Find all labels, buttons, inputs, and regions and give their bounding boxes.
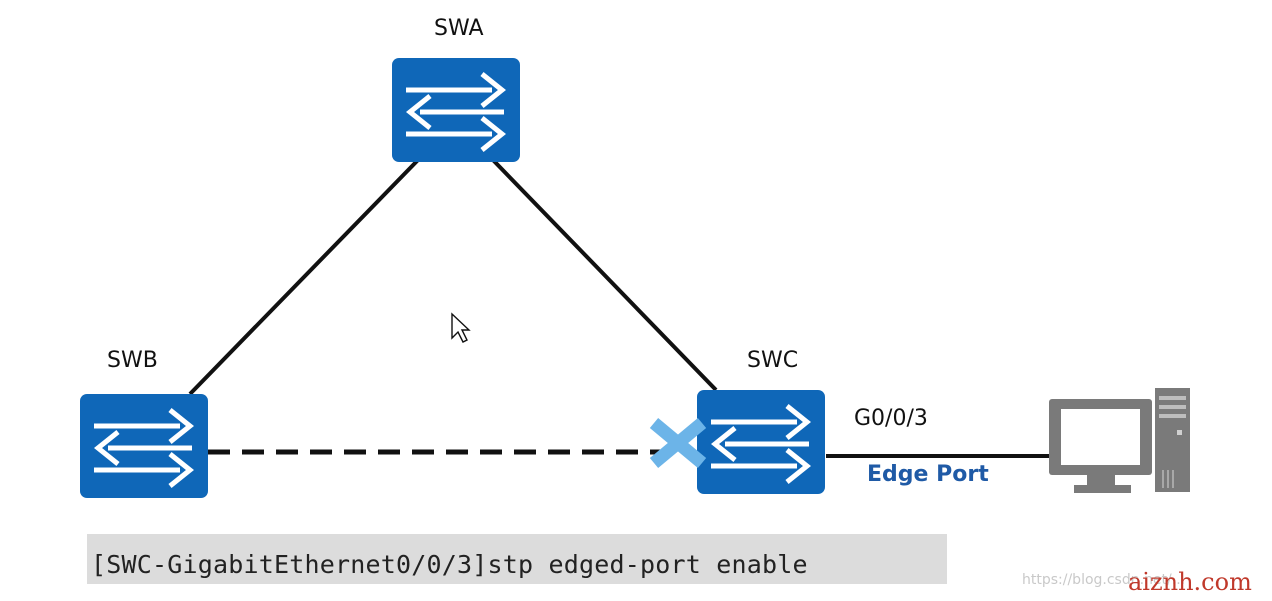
- node-label-swc: SWC: [747, 348, 799, 373]
- watermark-brand: aiznh.com: [1128, 568, 1252, 596]
- node-label-swa: SWA: [434, 16, 484, 41]
- link-swa-swc: [491, 158, 718, 392]
- edge-port-label: Edge Port: [867, 462, 989, 487]
- port-name-label: G0/0/3: [854, 406, 928, 431]
- mouse-cursor-icon: [451, 312, 471, 343]
- switch-icon: [697, 390, 825, 494]
- blocked-port-icon: [649, 418, 707, 468]
- command-box: [SWC-GigabitEthernet0/0/3]stp edged-port…: [87, 534, 947, 584]
- switch-icon: [392, 58, 520, 162]
- pc-icon: [1049, 388, 1190, 493]
- command-text: [SWC-GigabitEthernet0/0/3]stp edged-port…: [91, 550, 808, 579]
- switch-icon: [80, 394, 208, 498]
- watermark-url: https://blog.csdn.net/...: [1022, 572, 1186, 588]
- link-swa-swb: [188, 158, 420, 396]
- node-label-swb: SWB: [107, 348, 158, 373]
